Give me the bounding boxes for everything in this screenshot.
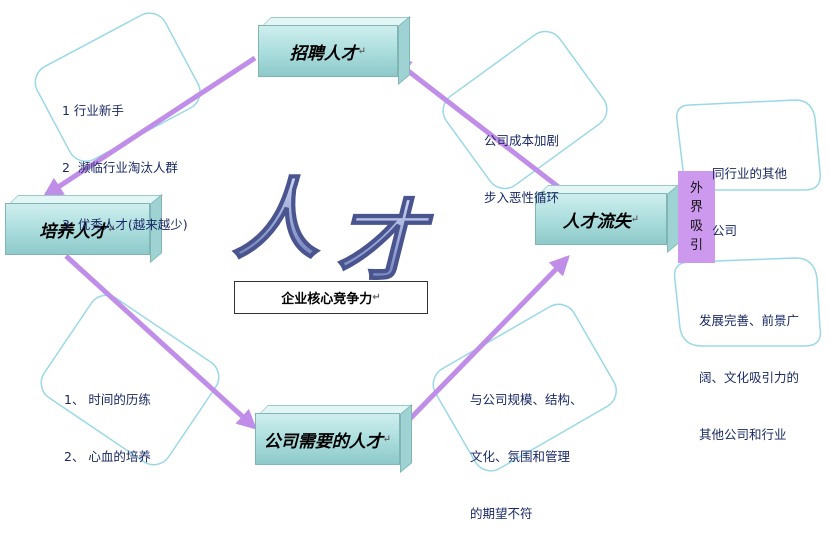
note-top-right-line-2: 步入恶性循环: [484, 190, 560, 205]
note-right-upper-line-1: 同行业的其他: [712, 166, 788, 181]
note-right-upper: 同行业的其他 公司: [712, 126, 787, 259]
node-loss-label: 人才流失: [562, 211, 631, 232]
arrow-train-to-need: [64, 254, 257, 430]
external-char-3: 吸: [689, 219, 703, 234]
callout-bottom-left: [40, 294, 220, 466]
node-recruit-label: 招聘人才: [289, 43, 358, 64]
note-right-lower: 发展完善、前景广 阔、文化吸引力的 其他公司和行业: [699, 273, 799, 463]
note-top-left-line-2: 2 濒临行业淘汰人群: [62, 160, 178, 175]
note-bottom-right: 与公司规模、结构、 文化、氛围和管理 的期望不符: [470, 352, 583, 542]
arrow-need-to-loss: [402, 255, 570, 427]
note-bottom-left: 1、 时间的历练 2、 心血的培养: [64, 352, 151, 485]
arrow-loss-to-recruit: [390, 57, 567, 194]
arrow-recruit-to-train: [42, 55, 257, 198]
note-bottom-left-line-1: 1、 时间的历练: [64, 392, 151, 407]
note-right-upper-line-2: 公司: [712, 223, 738, 238]
title-char-ren: 人: [232, 167, 320, 271]
note-bottom-left-line-2: 2、 心血的培养: [64, 449, 151, 464]
note-top-left: 1 行业新手 2 濒临行业淘汰人群 3 优秀人才(越来越少): [62, 63, 188, 253]
external-attraction-bar: 外 界 吸 引: [678, 171, 715, 263]
note-bottom-right-line-2: 文化、氛围和管理: [470, 449, 571, 464]
external-char-1: 外: [689, 181, 703, 196]
core-competence-label: 企业核心竞争力: [281, 292, 373, 307]
callout-right-lower: [673, 257, 822, 347]
callout-bottom-right: [432, 303, 617, 472]
note-right-lower-line-3: 其他公司和行业: [699, 427, 787, 442]
note-top-left-line-1: 1 行业新手: [62, 103, 124, 118]
external-char-2: 界: [689, 200, 703, 215]
external-char-4: 引: [689, 238, 703, 253]
note-right-lower-line-1: 发展完善、前景广: [699, 313, 800, 328]
note-top-right: 公司成本加剧 步入恶性循环: [484, 93, 559, 226]
diagram-canvas: 人 才: [34, 12, 822, 472]
title-char-cai: 才: [335, 189, 434, 293]
node-company-need-label: 公司需要的人才: [263, 431, 383, 452]
note-right-lower-line-2: 阔、文化吸引力的: [699, 370, 800, 385]
note-top-left-line-3: 3 优秀人才(越来越少): [62, 217, 188, 232]
note-top-right-line-1: 公司成本加剧: [484, 133, 560, 148]
note-bottom-right-line-3: 的期望不符: [470, 506, 533, 521]
core-competence-box: 企业核心竞争力↵: [234, 281, 428, 314]
callout-right-upper: [676, 99, 821, 191]
callout-top-right: [442, 30, 608, 190]
node-train-label: 培养人才: [39, 221, 108, 242]
note-bottom-right-line-1: 与公司规模、结构、: [470, 392, 583, 407]
